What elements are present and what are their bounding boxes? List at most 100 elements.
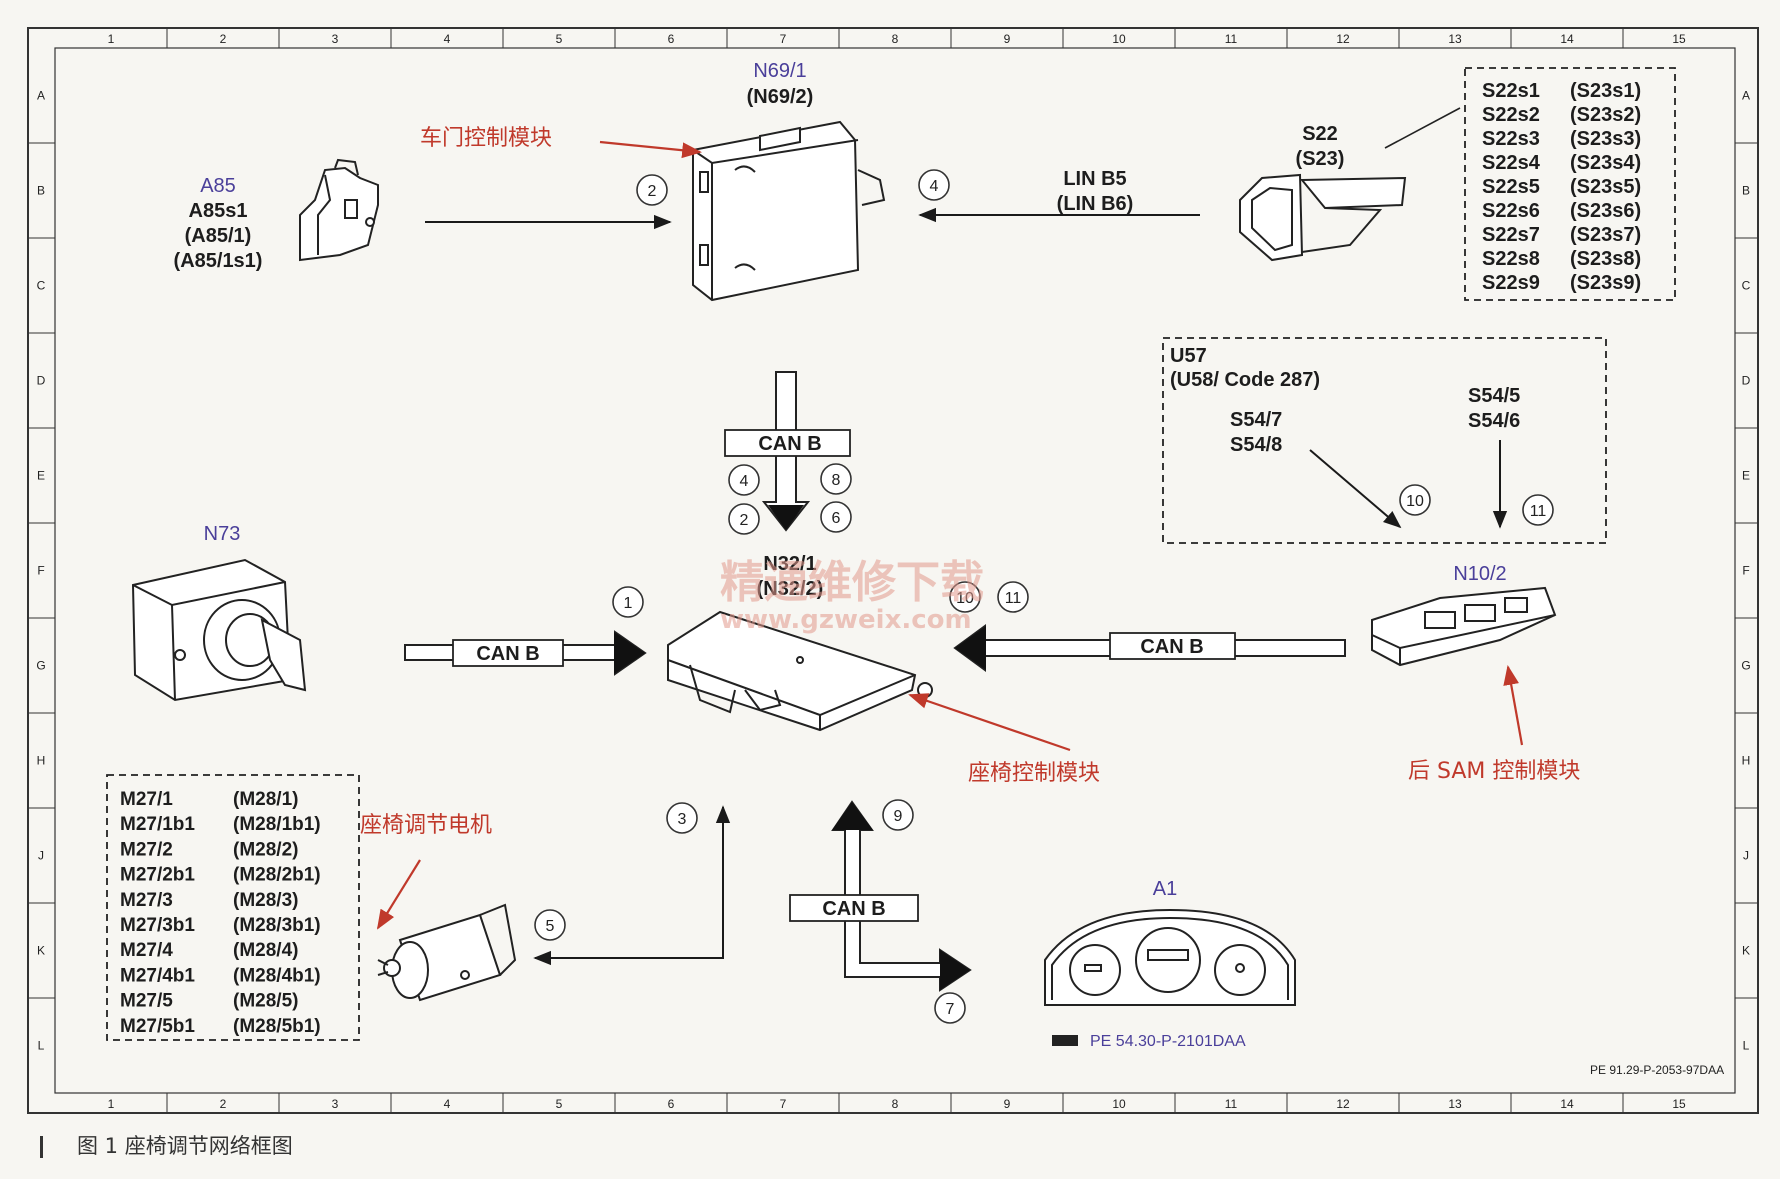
- grid-row-label: A: [37, 89, 45, 103]
- grid-row-label: A: [1742, 89, 1750, 103]
- grid-col-label: 8: [892, 32, 899, 46]
- grid-col-label: 13: [1448, 1097, 1462, 1111]
- watermark-text: 精通维修下载: [720, 557, 984, 608]
- lin-b6-label: (LIN B6): [1057, 193, 1134, 215]
- grid-col-label: 13: [1448, 32, 1462, 46]
- connector-3-5: [533, 805, 731, 966]
- s23-switch-item: (S23s4): [1570, 152, 1641, 174]
- marker-2: 2: [728, 503, 760, 535]
- rear-sam-annotation: 后 SAM 控制模块: [1408, 759, 1580, 784]
- seat-motor: 座椅调节电机: [360, 813, 517, 1002]
- ignition-switch-icon: [131, 558, 307, 702]
- marker-7: 7: [934, 992, 966, 1024]
- a85-label: A85: [200, 175, 236, 197]
- svg-text:11: 11: [1530, 503, 1547, 520]
- svg-text:6: 6: [832, 510, 841, 527]
- m27-motor-item: M27/2: [120, 839, 173, 860]
- n69-label: N69/1: [753, 60, 806, 82]
- grid-col-label: 15: [1672, 32, 1686, 46]
- n32-label: N32/1: [763, 553, 816, 575]
- marker-1: 1: [612, 586, 644, 618]
- s23-switch-item: (S23s2): [1570, 104, 1641, 126]
- grid-row-label: C: [37, 279, 46, 293]
- svg-text:8: 8: [832, 472, 841, 489]
- m28-motor-item: (M28/5): [233, 991, 298, 1012]
- can-b-top-arrow: CAN B: [724, 371, 851, 532]
- can-b-right-label: CAN B: [1140, 636, 1203, 658]
- s54-7-label: S54/7: [1230, 409, 1282, 431]
- m27-motor-item: M27/1b1: [120, 814, 195, 835]
- svg-text:3: 3: [678, 811, 687, 828]
- grid-col-label: 7: [780, 1097, 787, 1111]
- s22-switch-item: S22s3: [1482, 128, 1540, 150]
- a85-icon: [299, 158, 379, 262]
- can-b-right-arrow: CAN B: [953, 624, 1346, 672]
- grid-row-label: E: [1742, 469, 1750, 483]
- grid-col-label: 2: [220, 1097, 227, 1111]
- marker-6: 6: [820, 501, 852, 533]
- grid-row-label: D: [1742, 374, 1751, 388]
- grid-col-label: 9: [1004, 32, 1011, 46]
- svg-text:10: 10: [1406, 493, 1424, 510]
- s22-switch-item: S22s7: [1482, 224, 1540, 246]
- caption-text: 图 1 座椅调节网络框图: [77, 1134, 293, 1158]
- m27-motor-item: M27/2b1: [120, 865, 195, 886]
- m28-motor-item: (M28/4b1): [233, 965, 321, 986]
- grid-row-label: F: [1742, 564, 1749, 578]
- grid-col-label: 12: [1336, 1097, 1350, 1111]
- svg-text:7: 7: [946, 1001, 955, 1018]
- m28-motor-item: (M28/4): [233, 940, 298, 961]
- m27-motor-item: M27/5b1: [120, 1016, 195, 1037]
- a1-component: A1 PE 54.30-P-2101DAA: [1044, 878, 1296, 1050]
- marker-10: 10: [1399, 484, 1431, 516]
- instrument-cluster-icon: [1044, 908, 1296, 1006]
- m28-motor-item: (M28/3b1): [233, 915, 321, 936]
- m28-motor-item: (M28/1): [233, 789, 298, 810]
- grid-row-label: J: [1743, 849, 1749, 863]
- a1-reference: PE 54.30-P-2101DAA: [1090, 1033, 1246, 1050]
- grid-col-label: 5: [556, 32, 563, 46]
- watermark-url: www.gzweix.com: [720, 605, 972, 635]
- grid-row-label: H: [37, 754, 46, 768]
- marker-4-top: 4: [918, 169, 950, 201]
- m27-motor-item: M27/4b1: [120, 965, 195, 986]
- grid-row-label: C: [1742, 279, 1751, 293]
- s22-switch-item: S22s5: [1482, 176, 1540, 198]
- grid-col-label: 4: [444, 1097, 451, 1111]
- marker-10-top: 10: [949, 581, 981, 613]
- can-b-bottom-arrow: CAN B: [789, 800, 972, 992]
- grid-row-label: G: [1741, 659, 1750, 673]
- s22-switch-item: S22s9: [1482, 272, 1540, 294]
- m28-motor-item: (M28/2b1): [233, 865, 321, 886]
- m27-motor-item: M27/3b1: [120, 915, 195, 936]
- s23-label: (S23): [1296, 148, 1345, 170]
- marker-4: 4: [728, 464, 760, 496]
- grid-row-label: B: [37, 184, 45, 198]
- grid-row-label: G: [36, 659, 45, 673]
- marker-8: 8: [820, 463, 852, 495]
- watermark: 精通维修下载 www.gzweix.com: [720, 557, 984, 635]
- rear-sam-icon: [1371, 586, 1557, 667]
- svg-text:11: 11: [1005, 590, 1022, 607]
- grid-col-label: 8: [892, 1097, 899, 1111]
- s22-seat-switch: S22 (S23) S22s1(S23s1)S22s2(S23s2)S22s3(…: [918, 67, 1676, 301]
- grid-col-label: 11: [1225, 1097, 1238, 1111]
- grid-row-label: E: [37, 469, 45, 483]
- grid-col-label: 2: [220, 32, 227, 46]
- s54-8-label: S54/8: [1230, 434, 1282, 456]
- grid-col-label: 4: [444, 32, 451, 46]
- s22-switch-list: S22s1(S23s1)S22s2(S23s2)S22s3(S23s3)S22s…: [1464, 67, 1676, 301]
- grid-col-label: 15: [1672, 1097, 1686, 1111]
- grid-row-label: K: [1742, 944, 1750, 958]
- seat-motor-annotation: 座椅调节电机: [360, 813, 492, 838]
- grid-row-label: B: [1742, 184, 1750, 198]
- grid-col-label: 10: [1112, 32, 1126, 46]
- n10-label: N10/2: [1453, 563, 1506, 585]
- document-reference: PE 91.29-P-2053-97DAA: [1590, 1063, 1724, 1077]
- marker-5: 5: [534, 909, 566, 941]
- u57-box: U57 (U58/ Code 287) S54/7 S54/8 S54/5 S5…: [1162, 337, 1607, 544]
- s23-switch-item: (S23s9): [1570, 272, 1641, 294]
- can-b-bottom-label: CAN B: [822, 898, 885, 920]
- a85-1s1-label: (A85/1s1): [174, 250, 263, 272]
